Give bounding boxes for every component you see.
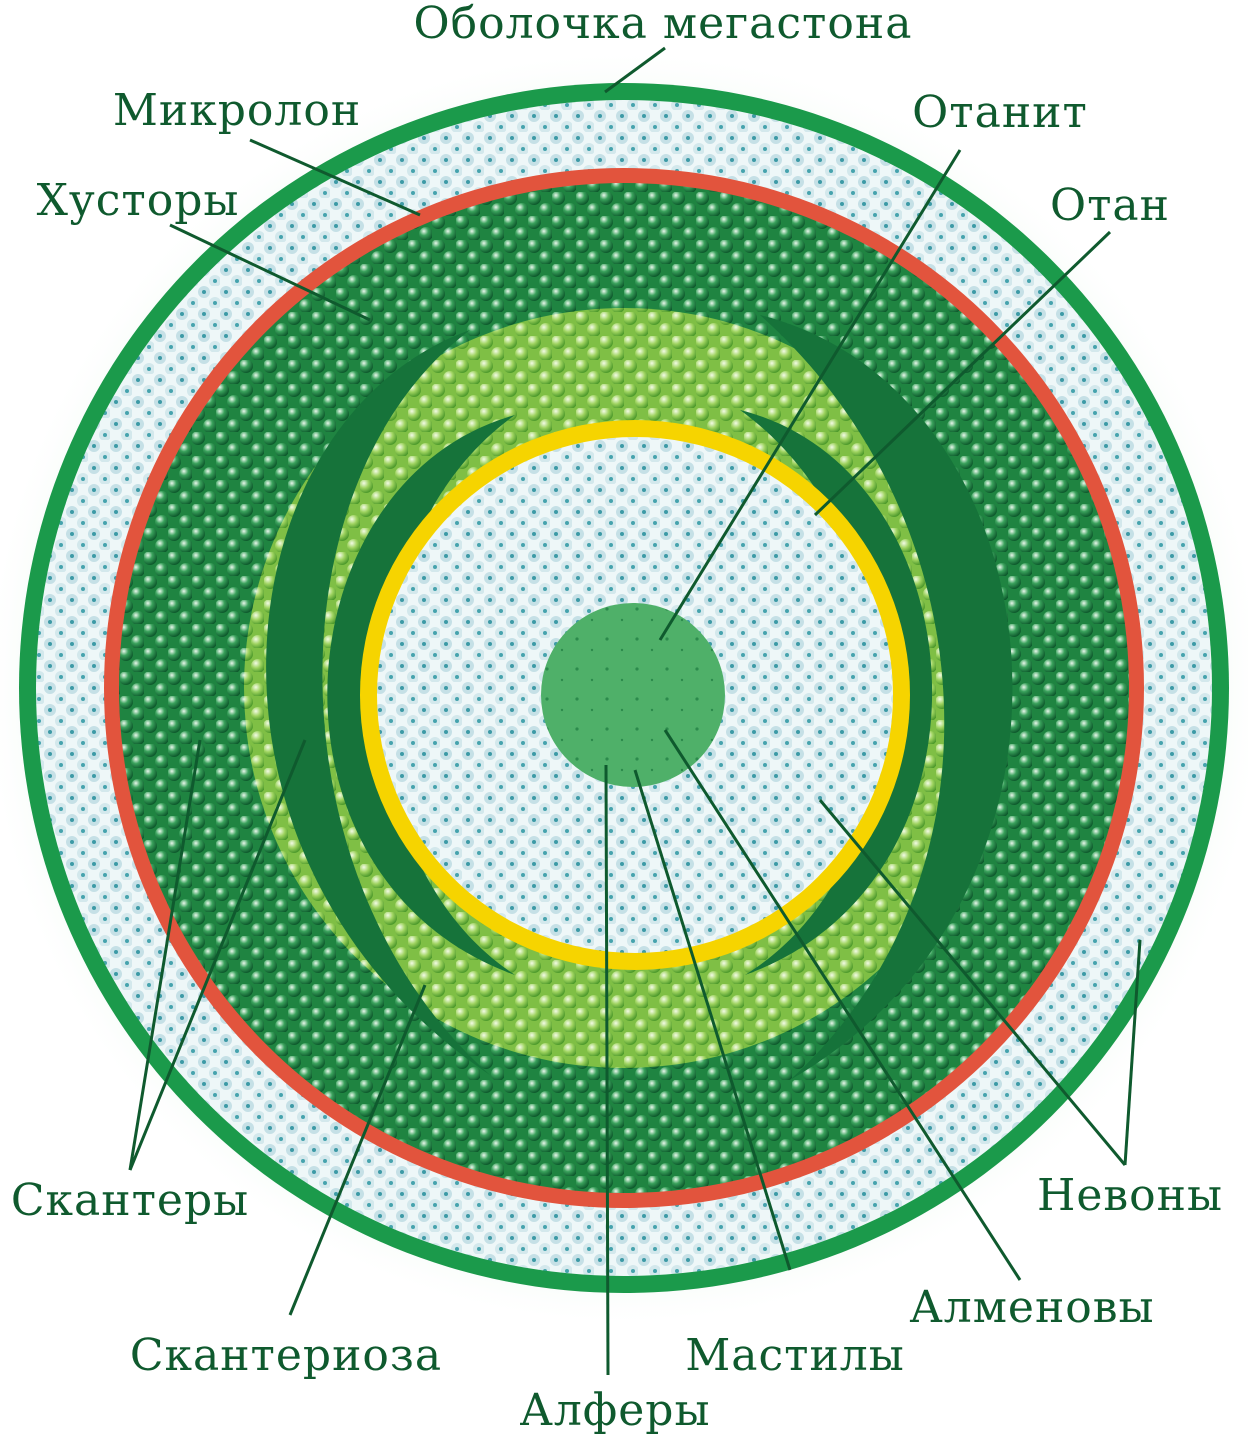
label-mikrolon: Микролон [113,85,361,136]
label-otan: Отан [1050,180,1170,231]
label-skantery: Скантеры [11,1175,249,1226]
label-mastily: Мастилы [685,1330,905,1381]
leader-alfery [606,765,608,1375]
core [541,603,725,787]
label-hustory: Хусторы [37,175,240,226]
label-megaston-shell: Оболочка мегастона [414,0,913,49]
label-otanit: Отанит [912,87,1088,138]
label-alfery: Алферы [520,1385,711,1436]
label-nevony: Невоны [1037,1170,1223,1221]
label-almenovy: Алменовы [909,1282,1154,1333]
label-skanterioza: Скантериоза [130,1330,442,1381]
